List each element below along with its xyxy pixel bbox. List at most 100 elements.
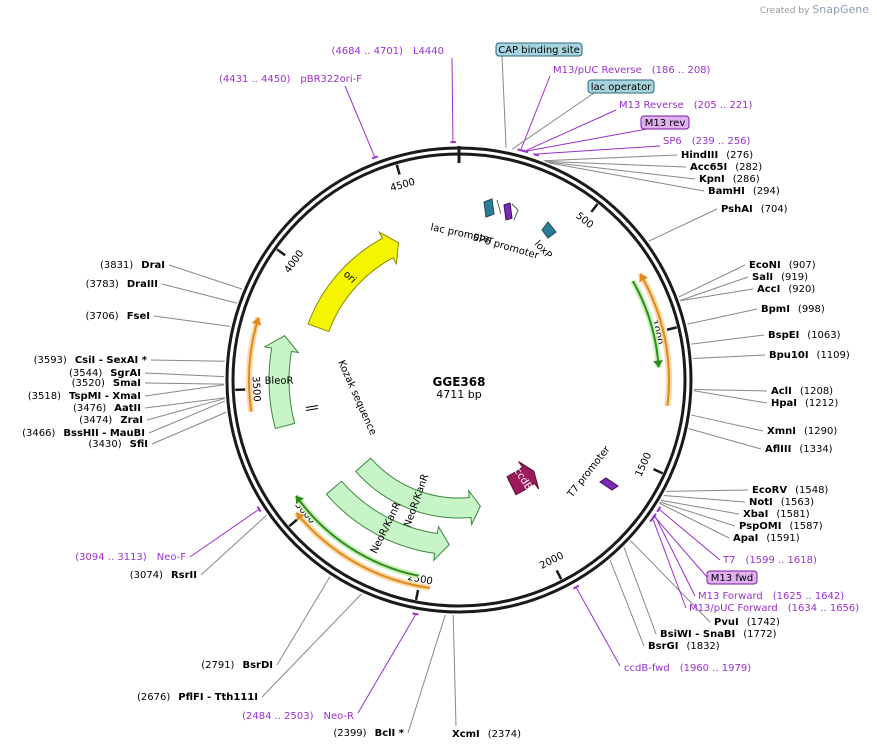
- enzyme-ecorv: EcoRV(1548): [752, 485, 828, 496]
- leader-lines: [144, 55, 768, 734]
- leader-line: [658, 502, 730, 539]
- enzyme-acc65i: Acc65I(282): [690, 162, 762, 173]
- primer-range: (4431 .. 4450): [219, 74, 291, 85]
- enzyme-bsshii-maubi: (3466)BssHII - MauBI: [22, 428, 145, 439]
- leader-line: [144, 382, 225, 385]
- enzyme-position: (1591): [766, 533, 799, 544]
- feature-ori: [307, 230, 400, 333]
- leader-line: [344, 85, 375, 157]
- enzyme-position: (1109): [817, 350, 850, 361]
- tick-label: 500: [573, 211, 595, 231]
- kozak-mark: [305, 407, 319, 411]
- primer-pbr322ori-f: (4431 .. 4450)pBR322ori-F: [219, 74, 362, 85]
- arc-arrowhead: [653, 360, 664, 368]
- enzyme-name: HindIII: [681, 150, 718, 161]
- tick-label: 2000: [538, 550, 566, 571]
- primer-range: (4684 .. 4701): [332, 46, 404, 57]
- leader-line: [151, 411, 227, 445]
- box-label-cap-binding-site: CAP binding site: [498, 45, 580, 56]
- tick-mark: [395, 164, 401, 175]
- loxp-mark: [541, 221, 557, 239]
- arc-orange-2: [295, 512, 430, 589]
- leader-line: [609, 559, 645, 647]
- sp6-promoter-mark: [503, 202, 513, 221]
- leader-line: [660, 499, 740, 515]
- enzyme-bsrdi: (2791)BsrDI: [201, 660, 273, 671]
- enzyme-position: (3593): [34, 355, 67, 366]
- enzyme-position: (3518): [28, 391, 61, 402]
- outer-arcs: [246, 272, 672, 591]
- enzyme-position: (1063): [807, 330, 840, 341]
- primer-site-m13-puc-forward: [649, 515, 656, 523]
- enzyme-position: (1832): [686, 641, 719, 652]
- enzyme-name: BspEI: [768, 330, 799, 341]
- enzyme-kpni: KpnI(286): [699, 174, 760, 185]
- leader-line: [654, 516, 696, 597]
- primer-sp6: SP6(239 .. 256): [663, 136, 751, 147]
- enzyme-bsrgi: BsrGI(1832): [648, 641, 720, 652]
- leader-line: [693, 390, 768, 404]
- enzyme-position: (286): [733, 174, 760, 185]
- enzyme-zrai: (3474)ZraI: [79, 415, 143, 426]
- enzyme-name: BssHII - MauBI: [63, 428, 145, 439]
- enzyme-afliii: AflIII(1334): [765, 444, 833, 455]
- leader-line: [522, 128, 648, 153]
- enzyme-pvui: PvuI(1742): [714, 617, 780, 628]
- leader-line: [148, 400, 226, 434]
- tick-mark: [555, 569, 563, 580]
- leader-line: [679, 276, 749, 301]
- leader-line: [576, 587, 621, 667]
- primer-neo-f: (3094 .. 3113)Neo-F: [75, 552, 186, 563]
- primer-site-ccdb-fwd: [573, 584, 580, 590]
- box-label-lac-operator: lac operator: [591, 82, 652, 93]
- enzyme-name: AatII: [114, 403, 141, 414]
- enzyme-apai: ApaI (1591): [733, 533, 800, 544]
- primer-name: M13/pUC Reverse: [553, 65, 642, 76]
- enzyme-name: EcoNI: [749, 260, 781, 271]
- enzyme-name: SalI: [752, 272, 773, 283]
- t7-promoter-mark: [599, 477, 619, 491]
- leader-line: [692, 354, 766, 359]
- leader-line: [189, 509, 259, 558]
- primer-range: (239 .. 256): [692, 136, 751, 147]
- feature-ccdb: [506, 461, 540, 496]
- enzyme-hindiii: HindIII(276): [681, 150, 753, 161]
- enzyme-bsiwi-snabi: BsiWI - SnaBI(1772): [660, 629, 777, 640]
- leader-line: [168, 264, 243, 290]
- enzyme-position: (2374): [488, 729, 521, 740]
- leader-line: [659, 501, 736, 527]
- arc-green-2: [295, 495, 419, 577]
- leader-line: [688, 428, 762, 450]
- enzyme-position: (2399): [333, 728, 366, 739]
- arc-orange-1: [639, 273, 670, 406]
- enzyme-name: PflFI - Tth111I: [178, 692, 258, 703]
- label-t7-promoter: T7 promoter: [565, 443, 613, 500]
- enzyme-name: EcoRV: [752, 485, 787, 496]
- enzyme-smai: (3520)SmaI: [72, 378, 141, 389]
- enzyme-name: Acc65I: [690, 162, 727, 173]
- box-m13-fwd: [706, 570, 758, 585]
- leader-line: [276, 576, 331, 666]
- enzyme-name: AflIII: [765, 444, 791, 455]
- backbone: [225, 146, 693, 614]
- enzyme-position: (1212): [805, 398, 838, 409]
- enzyme-name: AccI: [757, 284, 780, 295]
- enzyme-pflfi-tth111i: (2676)PflFI - Tth111I: [137, 692, 258, 703]
- primer-ccdb-fwd: ccdB-fwd(1960 .. 1979): [624, 663, 751, 674]
- enzyme-sfii: (3430)SfiI: [88, 439, 148, 450]
- enzyme-csii-sexai: (3593)CsiI - SexAI *: [34, 355, 148, 366]
- primer-site-m13-puc-reverse: [517, 148, 525, 153]
- enzyme-position: (1208): [800, 386, 833, 397]
- kozak-mark: [305, 404, 319, 408]
- enzyme-draiii: (3783)DraIII: [86, 279, 158, 290]
- leader-line: [520, 75, 551, 150]
- primer-range: (1625 .. 1642): [773, 591, 845, 602]
- enzyme-position: (3430): [88, 439, 121, 450]
- leader-line: [144, 397, 225, 409]
- tick-mark: [653, 468, 664, 475]
- enzyme-name: PvuI: [714, 617, 739, 628]
- primer-name: ccdB-fwd: [624, 663, 670, 674]
- enzyme-acci: AccI(920): [757, 284, 815, 295]
- enzyme-name: ApaI: [733, 533, 758, 544]
